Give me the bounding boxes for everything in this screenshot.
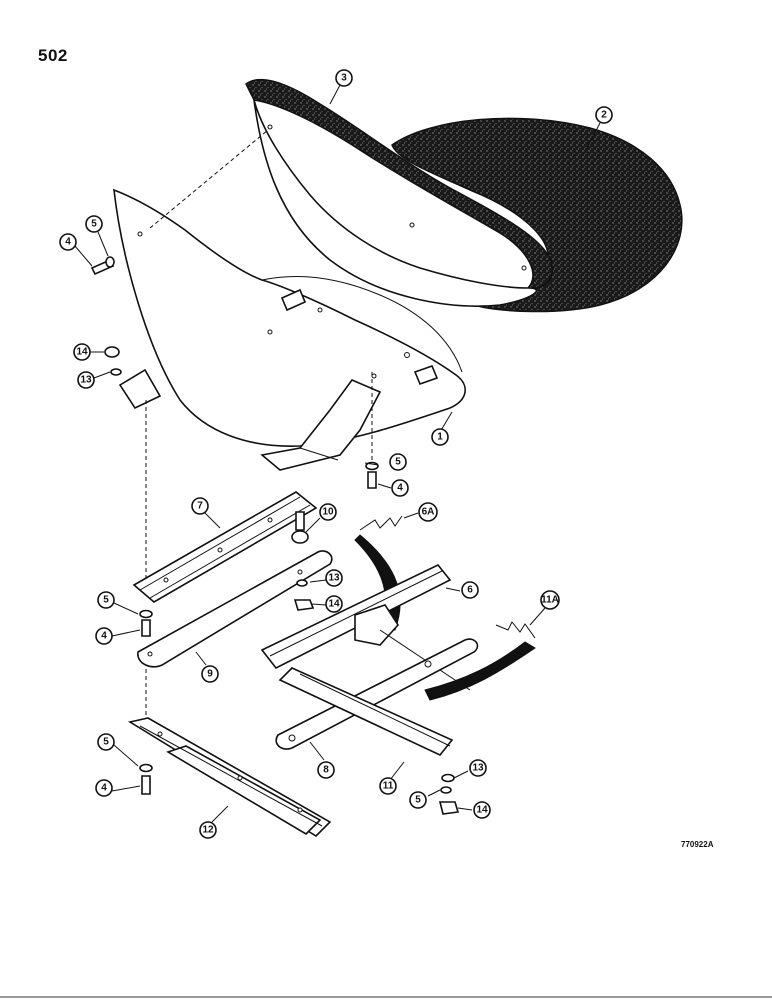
plate-hardware bbox=[293, 579, 315, 611]
seat-pan bbox=[113, 188, 466, 471]
callout-label: 11A bbox=[541, 595, 559, 606]
callout-label: 4 bbox=[101, 631, 107, 642]
callout-label: 4 bbox=[101, 783, 107, 794]
callout-4: 4 bbox=[391, 479, 409, 497]
callout-label: 6 bbox=[467, 585, 473, 596]
right-lower-rail bbox=[278, 667, 454, 756]
callout-8: 8 bbox=[317, 761, 335, 779]
callout-label: 12 bbox=[202, 825, 214, 836]
callout-12: 12 bbox=[199, 821, 217, 839]
page-number: 502 bbox=[38, 46, 68, 65]
callout-5: 5 bbox=[409, 791, 427, 809]
callout-5: 5 bbox=[85, 215, 103, 233]
callout-label: 4 bbox=[397, 483, 403, 494]
callout-13: 13 bbox=[77, 371, 95, 389]
callout-6a: 6A bbox=[418, 502, 438, 522]
callout-5: 5 bbox=[389, 453, 407, 471]
callout-1: 1 bbox=[431, 428, 449, 446]
leader-lines bbox=[74, 84, 601, 823]
callout-label: 13 bbox=[328, 573, 340, 584]
callout-label: 10 bbox=[322, 507, 334, 518]
callout-label: 8 bbox=[323, 765, 329, 776]
callout-label: 6A bbox=[422, 507, 435, 518]
callout-label: 14 bbox=[328, 599, 340, 610]
callout-2: 2 bbox=[595, 106, 613, 124]
callout-13: 13 bbox=[469, 759, 487, 777]
callout-4: 4 bbox=[95, 627, 113, 645]
assembly-lines bbox=[145, 129, 373, 722]
callout-3: 3 bbox=[335, 69, 353, 87]
callout-label: 11 bbox=[383, 781, 394, 792]
callout-5: 5 bbox=[97, 733, 115, 751]
figure-code: 770922A bbox=[681, 840, 714, 849]
callout-label: 4 bbox=[65, 237, 71, 248]
spring-11a bbox=[424, 621, 536, 701]
right-slide-rail bbox=[260, 564, 471, 691]
bottom-left-hardware bbox=[139, 763, 153, 795]
top-left-hardware bbox=[90, 256, 122, 376]
callout-11a: 11A bbox=[540, 590, 560, 610]
left-mounting-plate bbox=[137, 550, 333, 668]
bottom-left-rail bbox=[127, 717, 332, 838]
callout-14: 14 bbox=[473, 801, 491, 819]
callout-label: 5 bbox=[103, 737, 109, 748]
callout-label: 9 bbox=[207, 669, 213, 680]
callout-label: 13 bbox=[80, 375, 92, 386]
callout-9: 9 bbox=[201, 665, 219, 683]
callout-11: 11 bbox=[379, 777, 397, 795]
callout-label: 7 bbox=[197, 501, 203, 512]
callout-14: 14 bbox=[73, 343, 91, 361]
callout-label: 3 bbox=[341, 73, 347, 84]
left-rail-hardware bbox=[139, 609, 153, 637]
callout-label: 5 bbox=[415, 795, 421, 806]
callout-13: 13 bbox=[325, 569, 343, 587]
callout-label: 5 bbox=[395, 457, 401, 468]
callout-label: 5 bbox=[103, 595, 109, 606]
bushing bbox=[291, 530, 309, 544]
callout-label: 13 bbox=[472, 763, 484, 774]
callout-label: 14 bbox=[476, 805, 488, 816]
seat-bottom-hardware bbox=[365, 461, 379, 489]
callout-label: 5 bbox=[91, 219, 97, 230]
left-slide-rail bbox=[132, 491, 318, 603]
back-cushion bbox=[245, 78, 554, 290]
seat-back-panel bbox=[253, 99, 538, 307]
callout-label: 2 bbox=[601, 110, 607, 121]
callout-label: 14 bbox=[76, 347, 88, 358]
callout-7: 7 bbox=[191, 497, 209, 515]
callout-14: 14 bbox=[325, 595, 343, 613]
callout-4: 4 bbox=[59, 233, 77, 251]
callout-label: 1 bbox=[437, 432, 443, 443]
callout-4: 4 bbox=[95, 779, 113, 797]
right-mounting-plate bbox=[275, 638, 479, 750]
callout-10: 10 bbox=[319, 503, 337, 521]
callout-6: 6 bbox=[461, 581, 479, 599]
right-rail-hardware bbox=[438, 773, 460, 815]
callout-5: 5 bbox=[97, 591, 115, 609]
